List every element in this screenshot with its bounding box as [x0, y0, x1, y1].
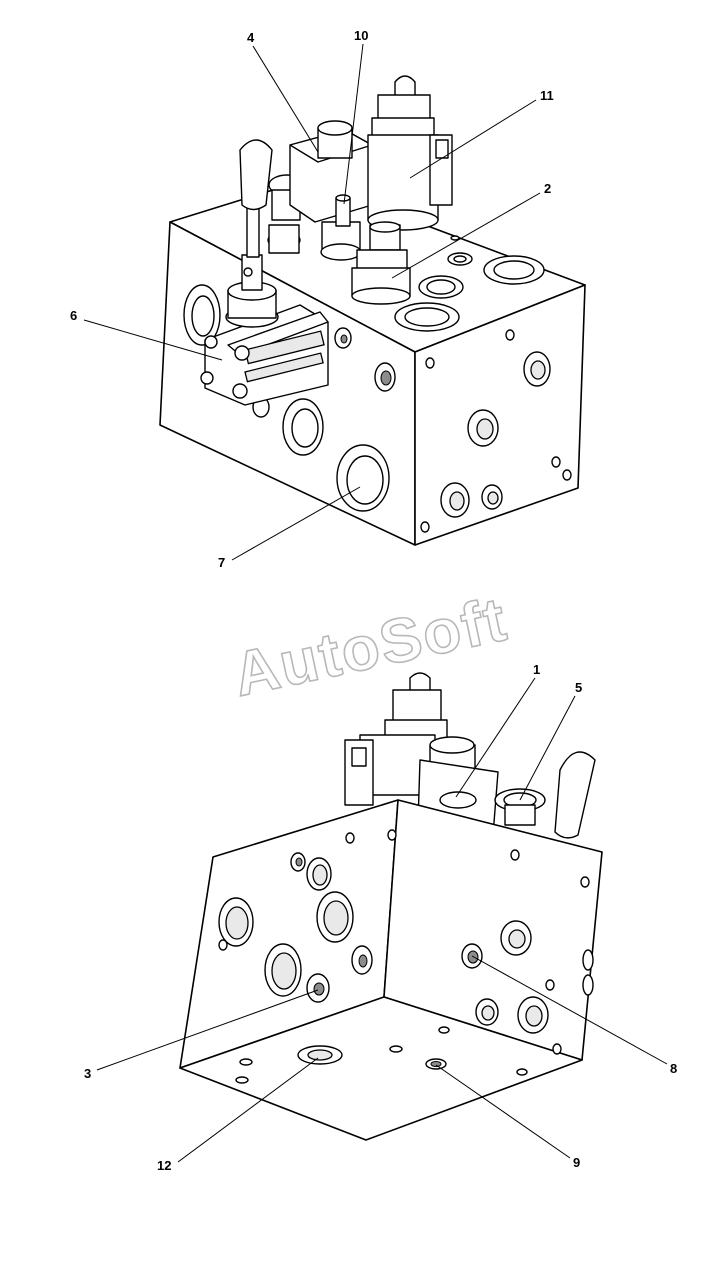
bottom-face-ports: [235, 1026, 528, 1084]
callout-label-2: 2: [544, 181, 551, 196]
callout-label-3: 3: [84, 1066, 91, 1081]
top-block-right-face: [414, 284, 586, 546]
callout-label-5: 5: [575, 680, 582, 695]
bottom-block-bottom-face: [179, 996, 583, 1141]
cartridge-valve-part-11: [367, 75, 453, 231]
top-left-face-ports: [183, 284, 396, 512]
top-callout-leaders: [83, 43, 541, 561]
bottom-valve-block: [179, 672, 603, 1141]
callout-label-11: 11: [540, 88, 554, 103]
callout-label-4: 4: [247, 30, 255, 45]
callout-label-6: 6: [70, 308, 77, 323]
bottom-callout-leaders: [96, 677, 668, 1163]
adjust-screw-part-10: [335, 194, 351, 227]
callout-label-9: 9: [573, 1155, 580, 1170]
callout-label-7: 7: [218, 555, 225, 570]
top-right-face-ports: [420, 329, 572, 533]
top-face-ports: [394, 235, 545, 332]
callout-label-1: 1: [533, 662, 540, 677]
manual-lever-part-6: [200, 139, 329, 406]
callout-label-8: 8: [670, 1061, 677, 1076]
callout-label-10: 10: [354, 28, 368, 43]
fitting-part-2: [351, 221, 411, 305]
top-valve-block: [159, 75, 586, 546]
callout-label-12: 12: [157, 1158, 171, 1173]
solenoid-coil-part-4: [289, 120, 373, 261]
watermark: AutoSoft: [228, 585, 514, 710]
bottom-left-face-ports: [218, 829, 397, 1003]
